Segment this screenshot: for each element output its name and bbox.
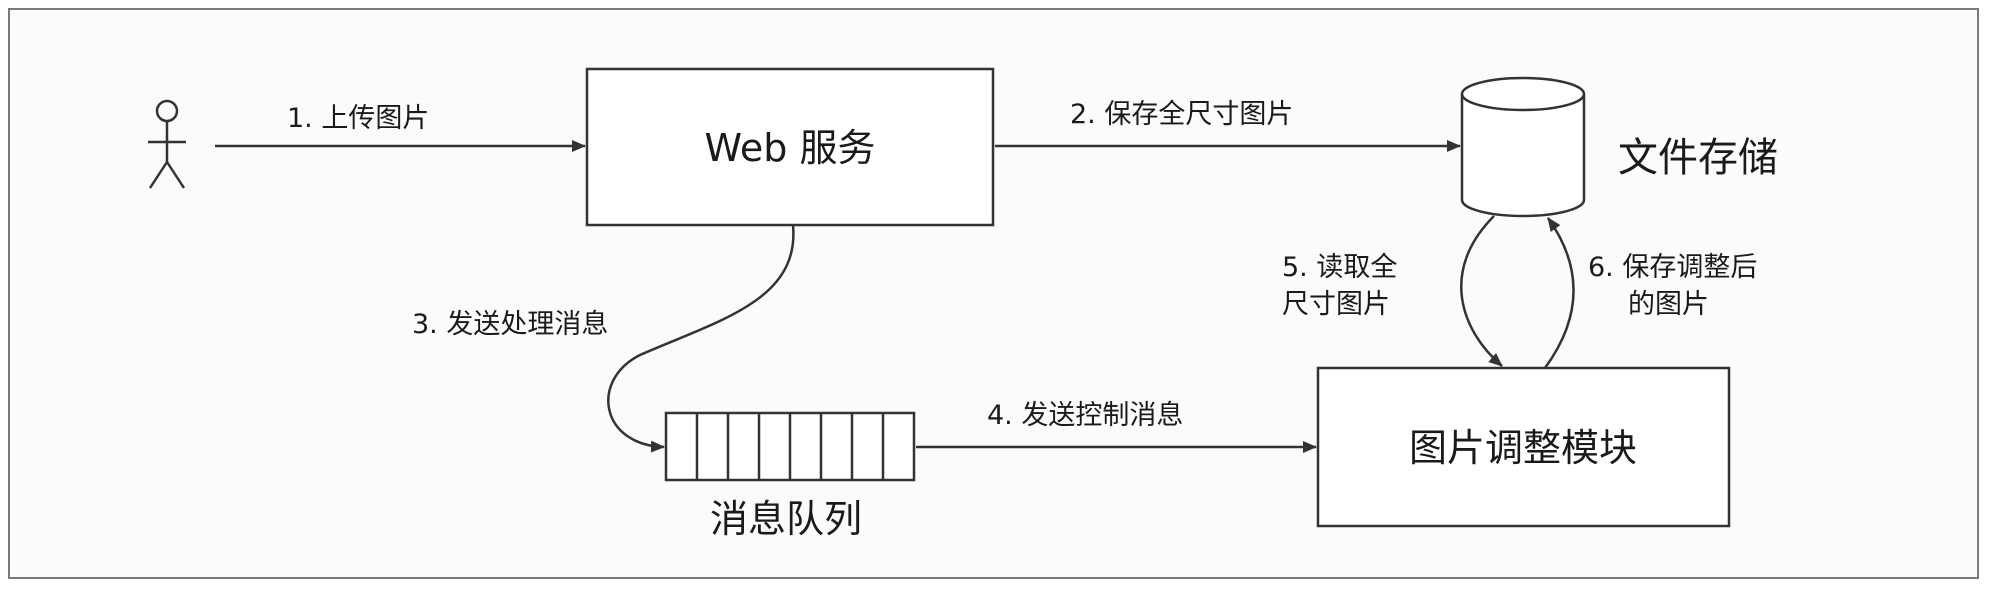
edge-read-full: 5. 读取全 尺寸图片	[1282, 215, 1503, 367]
edge-read-full-line1: 5. 读取全	[1282, 252, 1397, 283]
edge-save-full-label: 2. 保存全尺寸图片	[1070, 99, 1293, 130]
message-queue-label: 消息队列	[710, 497, 862, 541]
image-resize-module-label: 图片调整模块	[1409, 426, 1637, 470]
web-service-node: Web 服务	[585, 67, 995, 227]
edge-send-control-label: 4. 发送控制消息	[987, 400, 1183, 431]
edge-send-processing-label: 3. 发送处理消息	[412, 309, 608, 340]
edge-save-resized: 6. 保存调整后 的图片	[1543, 217, 1757, 369]
edge-save-resized-line2: 的图片	[1628, 289, 1709, 320]
file-storage-label: 文件存储	[1618, 135, 1778, 181]
edge-save-resized-line1: 6. 保存调整后	[1588, 252, 1757, 283]
edge-send-control: 4. 发送控制消息	[916, 400, 1317, 453]
message-queue-node: 消息队列	[664, 411, 916, 541]
edge-save-full: 2. 保存全尺寸图片	[995, 99, 1461, 152]
image-resize-module-node: 图片调整模块	[1316, 366, 1731, 528]
edge-read-full-line2: 尺寸图片	[1282, 289, 1390, 320]
web-service-label: Web 服务	[705, 126, 876, 170]
edge-send-processing: 3. 发送处理消息	[412, 224, 795, 453]
file-storage-node: 文件存储	[1460, 76, 1778, 218]
user-actor-icon	[148, 99, 186, 189]
edge-upload: 1. 上传图片	[215, 103, 586, 152]
edge-upload-label: 1. 上传图片	[287, 103, 429, 134]
